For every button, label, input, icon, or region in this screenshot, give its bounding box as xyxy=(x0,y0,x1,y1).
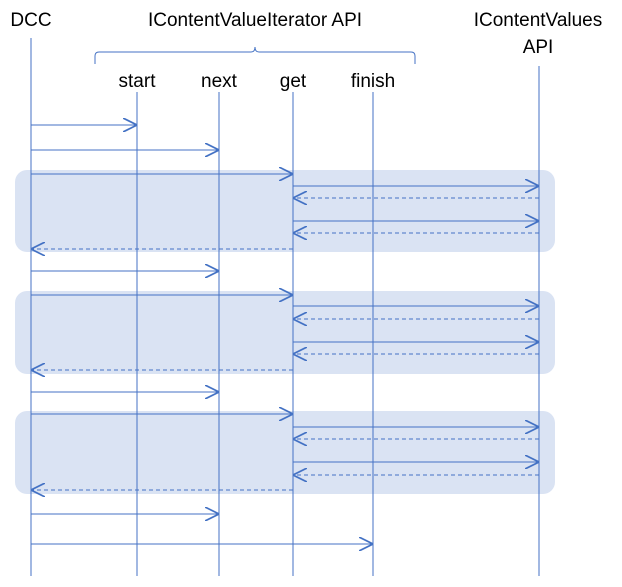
get-block-1 xyxy=(15,170,555,252)
messages xyxy=(31,125,539,544)
participant-next-label: next xyxy=(201,71,238,92)
participant-values-label-line1: IContentValues xyxy=(474,10,603,31)
get-block-2 xyxy=(15,291,555,374)
group-iterator-api-label: IContentValueIterator API xyxy=(148,10,362,31)
participant-get-label: get xyxy=(280,71,307,92)
get-call-blocks xyxy=(15,170,555,494)
participant-start-label: start xyxy=(119,71,157,92)
iterator-api-brace xyxy=(94,46,416,64)
participant-dcc-label: DCC xyxy=(10,10,51,31)
get-block-3 xyxy=(15,411,555,494)
participant-values-label-line2: API xyxy=(523,37,554,58)
participant-finish-label: finish xyxy=(351,71,395,92)
